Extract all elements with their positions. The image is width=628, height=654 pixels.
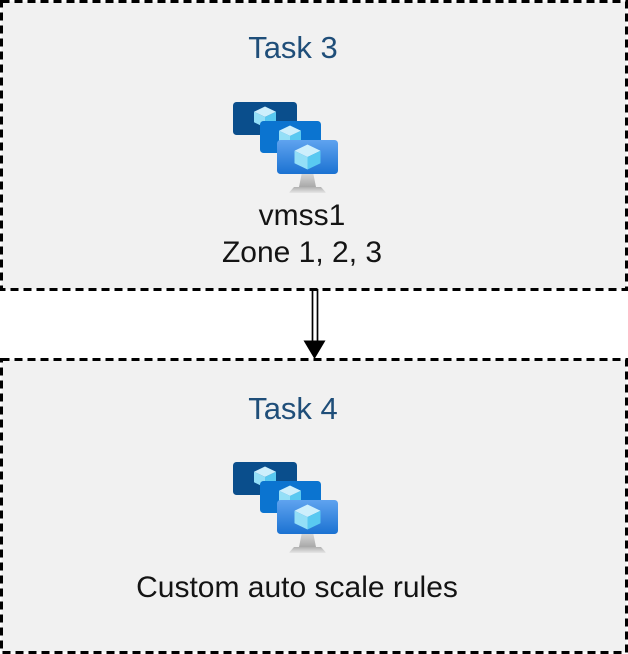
vm-scale-sets-icon [230,100,340,195]
arrowhead [303,340,326,359]
vm-scale-sets-icon [230,460,340,555]
task4-box: Task 4 Custom auto scale rules [0,358,628,654]
vmss-name-label: vmss1 [258,199,346,232]
zones-label: Zone 1, 2, 3 [221,236,383,269]
task4-title: Task 4 [248,391,338,426]
task3-title: Task 3 [248,30,338,65]
task4-caption: Custom auto scale rules [136,569,458,606]
autoscale-rules-label: Custom auto scale rules [136,571,458,604]
task3-caption: vmss1 Zone 1, 2, 3 [222,197,382,271]
down-arrow-connector [303,289,326,359]
task3-box: Task 3 vmss1 Zone 1, 2, 3 [0,0,628,291]
